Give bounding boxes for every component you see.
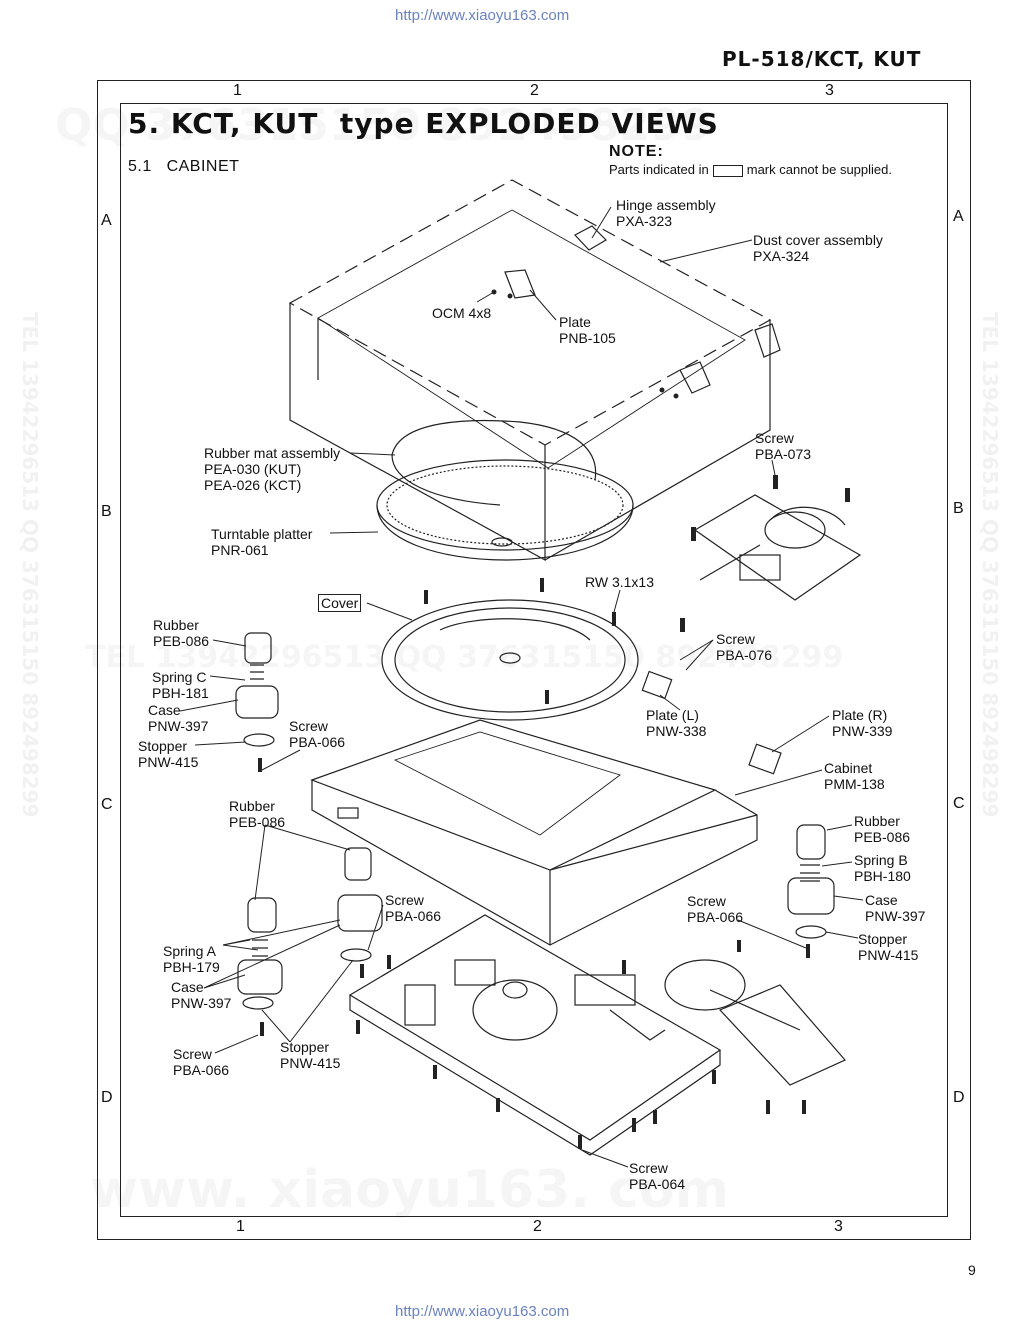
label-plate-l: Plate (L) PNW-338 [646,707,707,739]
grid-row-b-left: B [101,503,112,520]
motor-assembly [664,959,846,1086]
page-number: 9 [968,1262,976,1278]
model-number: PL-518/KCT, KUT [722,47,922,71]
label-screw-pba076: Screw PBA-076 [716,631,773,663]
foot-right [787,824,835,939]
foot-left-lower [237,847,383,1010]
label-screw-pba066-2: Screw PBA-066 [385,892,442,924]
label-stopper-2: Stopper PNW-415 [280,1039,341,1071]
grid-row-d-right: D [953,1089,965,1106]
label-spring-b: Spring B PBH-180 [854,852,911,884]
label-cover: Cover [318,594,362,612]
label-rubber-3: Rubber PEB-086 [854,813,911,845]
label-plate-r: Plate (R) PNW-339 [832,707,893,739]
note-text: Parts indicated in mark cannot be supplie… [609,162,892,177]
label-dust-cover: Dust cover assembly PXA-324 [753,232,883,264]
grid-row-a-right: A [953,208,964,225]
grid-col-2-top: 2 [530,82,539,99]
label-screw-pba066-3: Screw PBA-066 [687,893,744,925]
grid-row-b-right: B [953,500,964,517]
foot-left-upper [235,632,279,747]
label-screw-pba073: Screw PBA-073 [755,430,812,462]
grid-col-2-bottom: 2 [533,1218,542,1235]
note-text-after: mark cannot be supplied. [746,162,892,177]
hinge-parts [504,225,781,394]
label-rubber-1: Rubber PEB-086 [153,617,210,649]
cabinet-box [310,719,758,946]
label-stopper-1: Stopper PNW-415 [138,738,199,770]
label-stopper-3: Stopper PNW-415 [858,931,919,963]
label-spring-a: Spring A PBH-179 [163,943,220,975]
source-url-top[interactable]: http://www.xiaoyu163.com [395,7,570,24]
label-case-2: Case PNW-397 [171,979,232,1011]
turntable-platter [376,459,634,561]
rubber-mat [391,419,597,506]
label-screw-pba066-1: Screw PBA-066 [289,718,346,750]
label-spring-c: Spring C PBH-181 [152,669,209,701]
page-title: 5. KCT, KUT type EXPLODED VIEWS [128,107,719,140]
note-text-before: Parts indicated in [609,162,709,177]
grid-row-c-right: C [953,795,965,812]
dust-cover-inner [289,209,771,562]
label-case-3: Case PNW-397 [865,892,926,924]
grid-row-a-left: A [101,212,112,229]
label-rw: RW 3.1x13 [585,574,654,590]
label-case-1: Case PNW-397 [148,702,209,734]
grid-row-d-left: D [101,1089,113,1106]
grid-col-1-bottom: 1 [236,1218,245,1235]
label-hinge-assembly: Hinge assembly PXA-323 [616,197,716,229]
inner-frame [120,103,948,1217]
grid-col-3-bottom: 3 [834,1218,843,1235]
cover-plate [381,599,639,721]
label-screw-pba064: Screw PBA-064 [629,1160,686,1192]
label-plate-pnb: Plate PNB-105 [559,314,616,346]
label-screw-pba066-4: Screw PBA-066 [173,1046,230,1078]
tonearm-assembly [693,494,862,601]
label-ocm: OCM 4x8 [432,305,492,321]
source-url-bottom[interactable]: http://www.xiaoyu163.com [395,1303,570,1320]
screw-marks [258,289,850,1149]
grid-row-c-left: C [101,796,113,813]
label-rubber-2: Rubber PEB-086 [229,798,286,830]
label-cabinet: Cabinet PMM-138 [824,760,885,792]
grid-col-3-top: 3 [825,82,834,99]
section-title: 5.1 CABINET [128,158,240,175]
label-rubber-mat: Rubber mat assembly PEA-030 (KUT) PEA-02… [204,445,341,493]
outer-frame [97,80,971,1240]
grid-col-1-top: 1 [233,82,242,99]
label-turntable-platter: Turntable platter PNR-061 [211,526,313,558]
non-supply-mark-box [712,164,743,177]
note-heading: NOTE: [609,143,664,160]
bottom-chassis [348,914,722,1156]
